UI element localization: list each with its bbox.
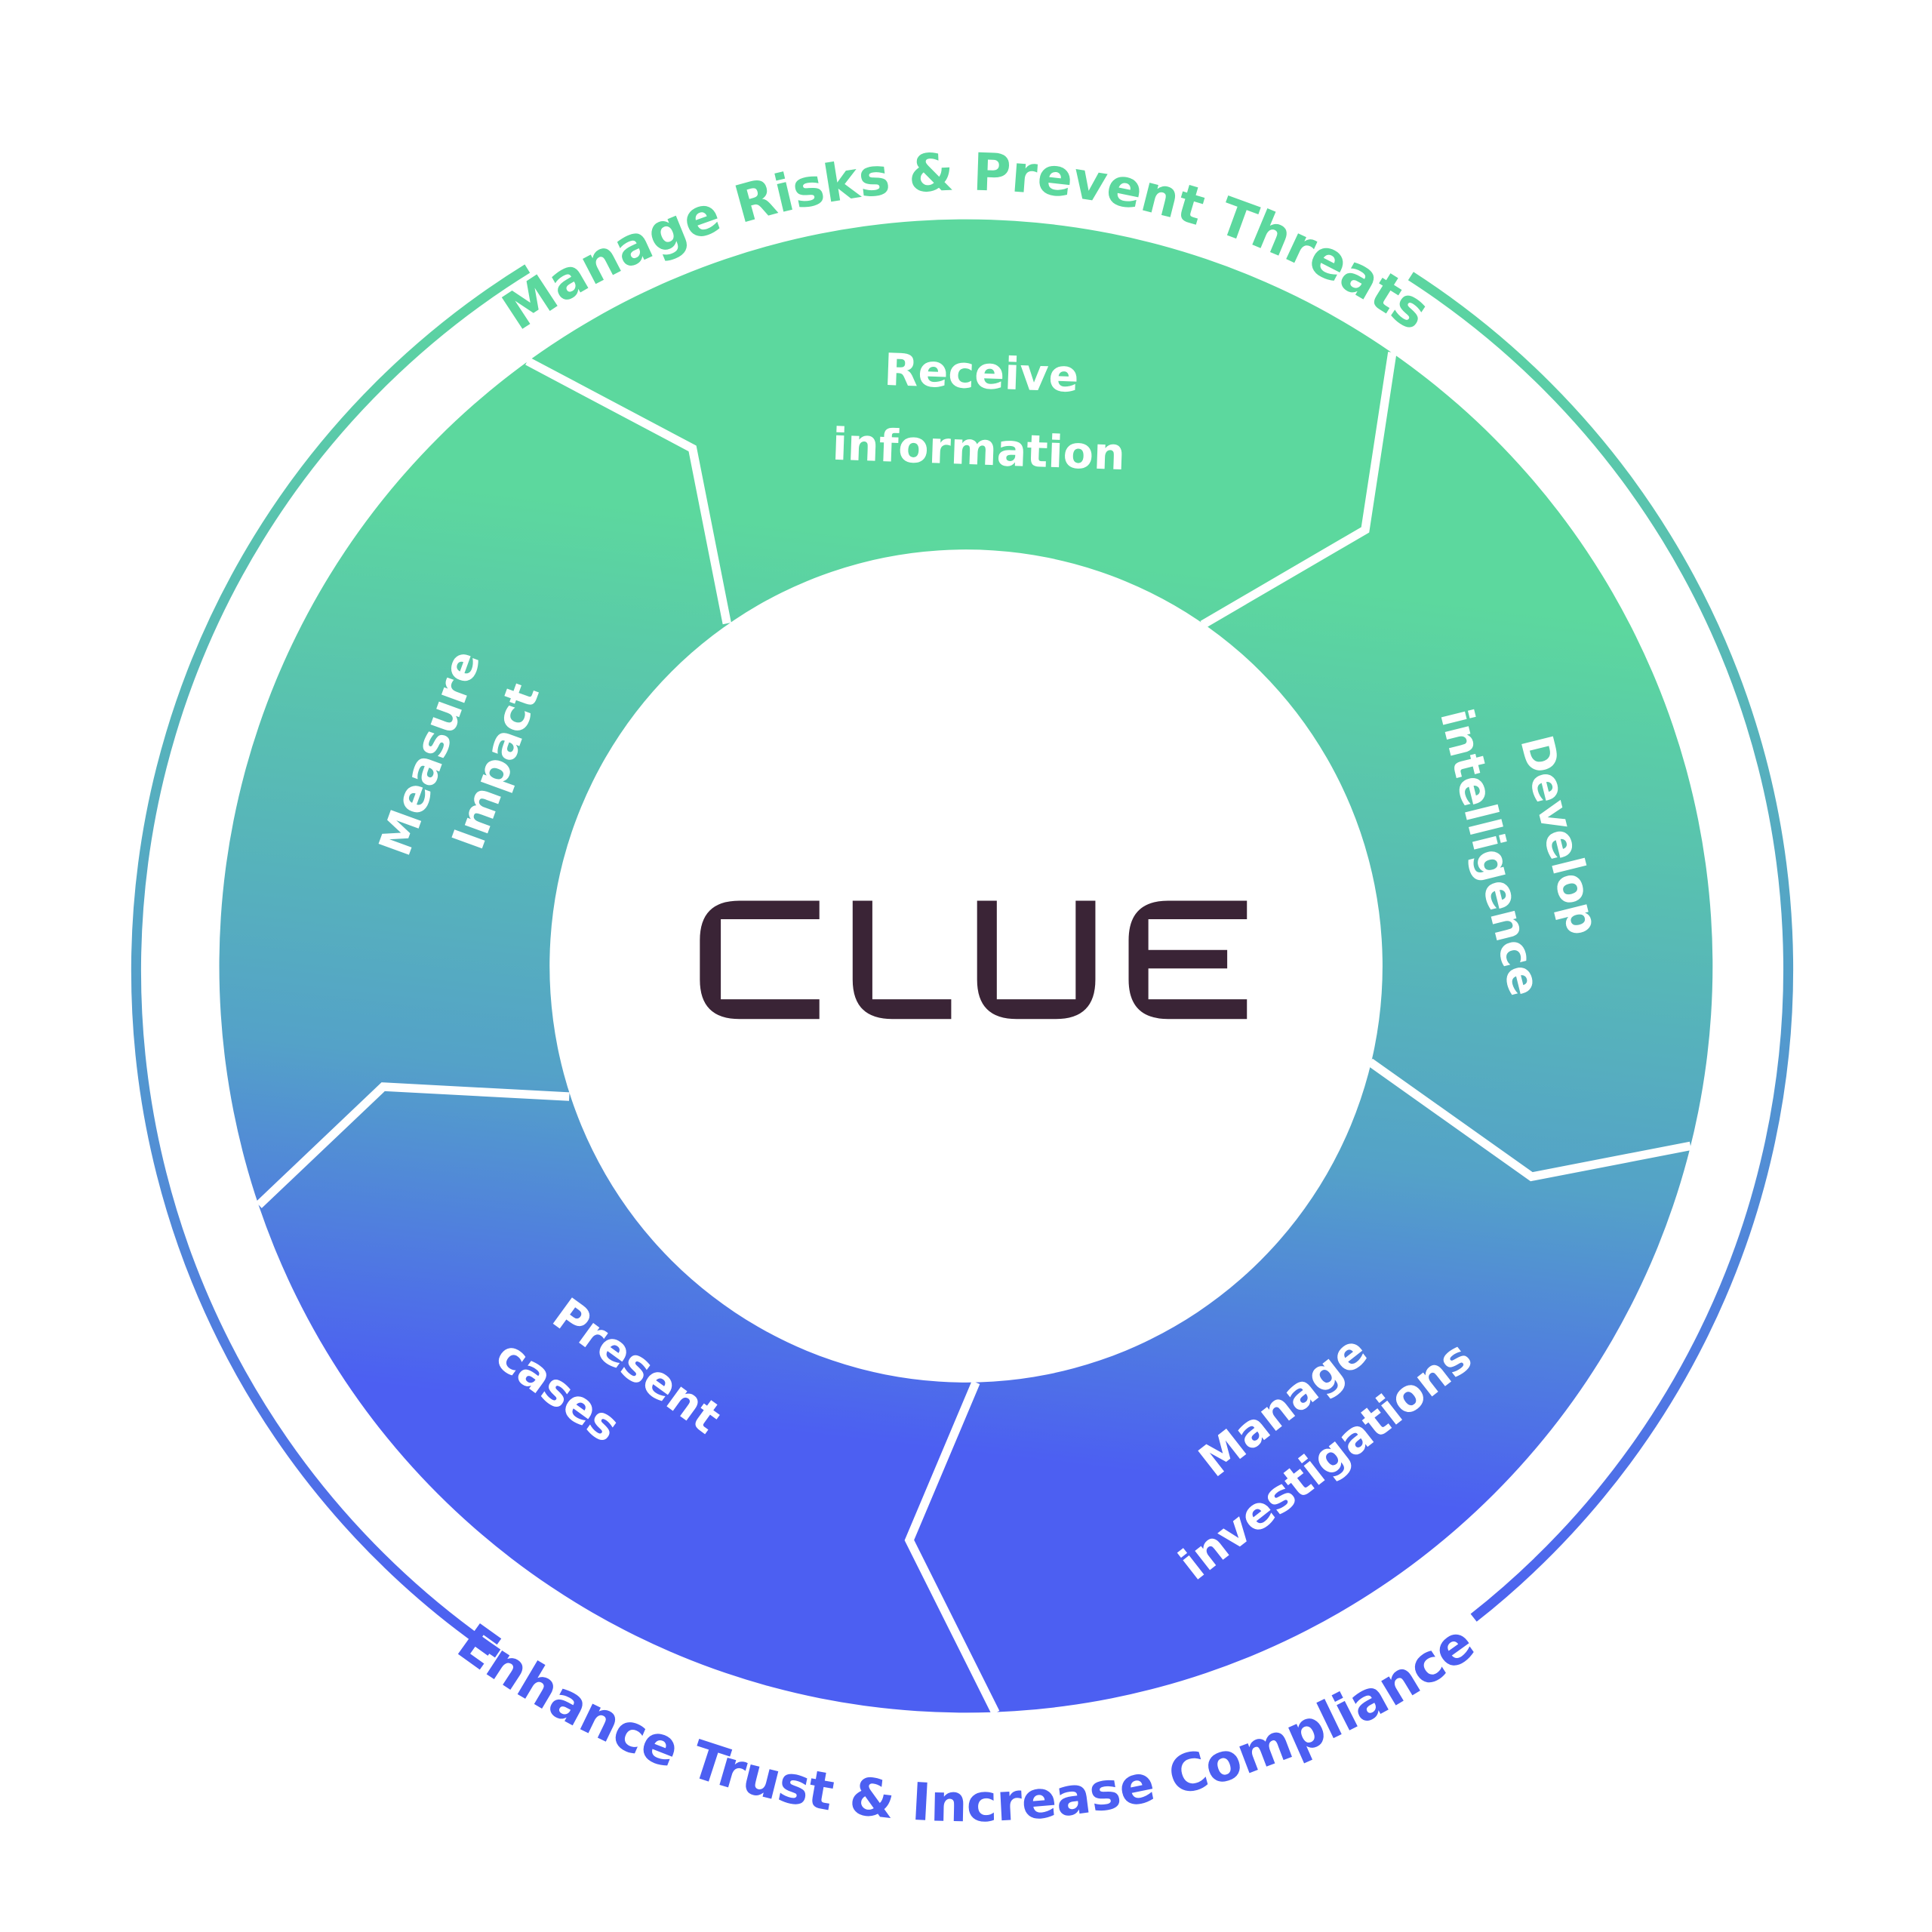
segment-divider bbox=[1200, 352, 1397, 629]
logo-letter-c bbox=[700, 900, 820, 1020]
segment-receive-information: Receive information bbox=[832, 343, 1126, 481]
clue-logo bbox=[700, 900, 1247, 1020]
segment-divider bbox=[255, 1082, 570, 1208]
segment-label-line2: information bbox=[832, 418, 1126, 481]
segment-divider bbox=[904, 1380, 1000, 1715]
logo-letter-l bbox=[852, 900, 952, 1020]
outer-arc-left bbox=[131, 264, 531, 1658]
logo-letter-e bbox=[1128, 900, 1247, 1020]
segment-label-line1: Receive bbox=[883, 343, 1079, 402]
segment-divider bbox=[1367, 1058, 1692, 1182]
logo-letter-u bbox=[977, 900, 1096, 1020]
outer-arc-right bbox=[1407, 272, 1794, 1622]
segment-divider bbox=[525, 357, 731, 625]
cycle-ring bbox=[219, 219, 1713, 1713]
